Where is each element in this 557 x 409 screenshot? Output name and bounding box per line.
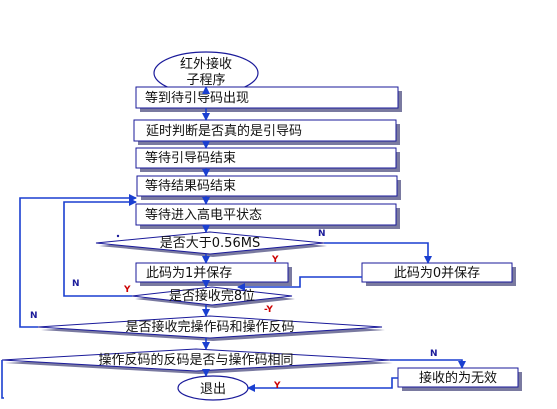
decision-056ms: 是否大于0.56MS — [95, 231, 327, 257]
process-save-one-label: 此码为1并保存 — [146, 266, 232, 281]
edge-invalid-to-exit — [247, 377, 398, 392]
connectors — [1, 86, 466, 399]
edge-save-zero-to-d8 — [237, 276, 362, 291]
exit-node: 退出 — [177, 375, 249, 401]
decision-op-codes: 是否接收完操作码和操作反码 — [37, 315, 385, 341]
process-save-zero: 此码为0并保存 — [361, 262, 516, 286]
start-node-label-line2: 子程序 — [186, 73, 225, 88]
edge-labels: N Y N Y -Y N N Y — [30, 229, 438, 391]
edge-dinv-no-loop-left — [1, 360, 4, 399]
decision-8bits-label: 是否接收完8位 — [169, 288, 255, 304]
decorative-dot — [116, 234, 120, 238]
label-dinv-no: N — [430, 349, 438, 359]
decision-inverse-label: 操作反码的反码是否与操作码相同 — [98, 352, 293, 368]
label-d056-no: N — [318, 229, 326, 239]
process-wait-high-level-label: 等待进入高电平状态 — [145, 207, 262, 223]
decision-8bits: 是否接收完8位 — [131, 286, 295, 308]
start-node: 红外接收 子程序 — [153, 51, 259, 95]
label-dinv-yes: Y — [273, 381, 281, 391]
edge-dop-no-loop — [19, 194, 137, 328]
process-delay-check-lead-label: 延时判断是否真的是引导码 — [146, 123, 302, 139]
process-wait-lead-appear-label: 等到待引导码出现 — [145, 90, 249, 106]
process-wait-lead-end: 等待引导码结束 — [135, 147, 400, 172]
label-dop-no: N — [30, 311, 38, 321]
decision-inverse: 操作反码的反码是否与操作码相同 — [1, 348, 393, 374]
process-invalid-label: 接收的为无效 — [419, 370, 497, 386]
label-d8-yes: Y — [123, 285, 131, 295]
edge-dinv-no-to-invalid — [390, 359, 466, 369]
process-wait-result-end-label: 等待结果码结束 — [145, 178, 236, 194]
process-wait-lead-appear: 等到待引导码出现 — [135, 86, 402, 112]
label-d8-no: N — [72, 279, 80, 289]
process-wait-lead-end-label: 等待引导码结束 — [145, 150, 236, 166]
process-wait-high-level: 等待进入高电平状态 — [135, 203, 400, 229]
label-dop-yes: -Y — [264, 305, 273, 315]
label-d056-yes: Y — [271, 255, 279, 265]
exit-node-label: 退出 — [200, 382, 226, 397]
process-save-zero-label: 此码为0并保存 — [394, 266, 480, 281]
process-invalid: 接收的为无效 — [397, 367, 522, 391]
decision-op-codes-label: 是否接收完操作码和操作反码 — [125, 319, 294, 335]
process-wait-result-end: 等待结果码结束 — [136, 175, 401, 200]
edge-d056-no-to-save-zero — [324, 242, 432, 264]
process-save-one: 此码为1并保存 — [135, 262, 292, 286]
start-node-label-line1: 红外接收 — [180, 56, 232, 72]
process-delay-check-lead: 延时判断是否真的是引导码 — [133, 119, 400, 145]
decision-056ms-label: 是否大于0.56MS — [160, 236, 260, 251]
edge-d8-no-loop — [63, 198, 137, 297]
